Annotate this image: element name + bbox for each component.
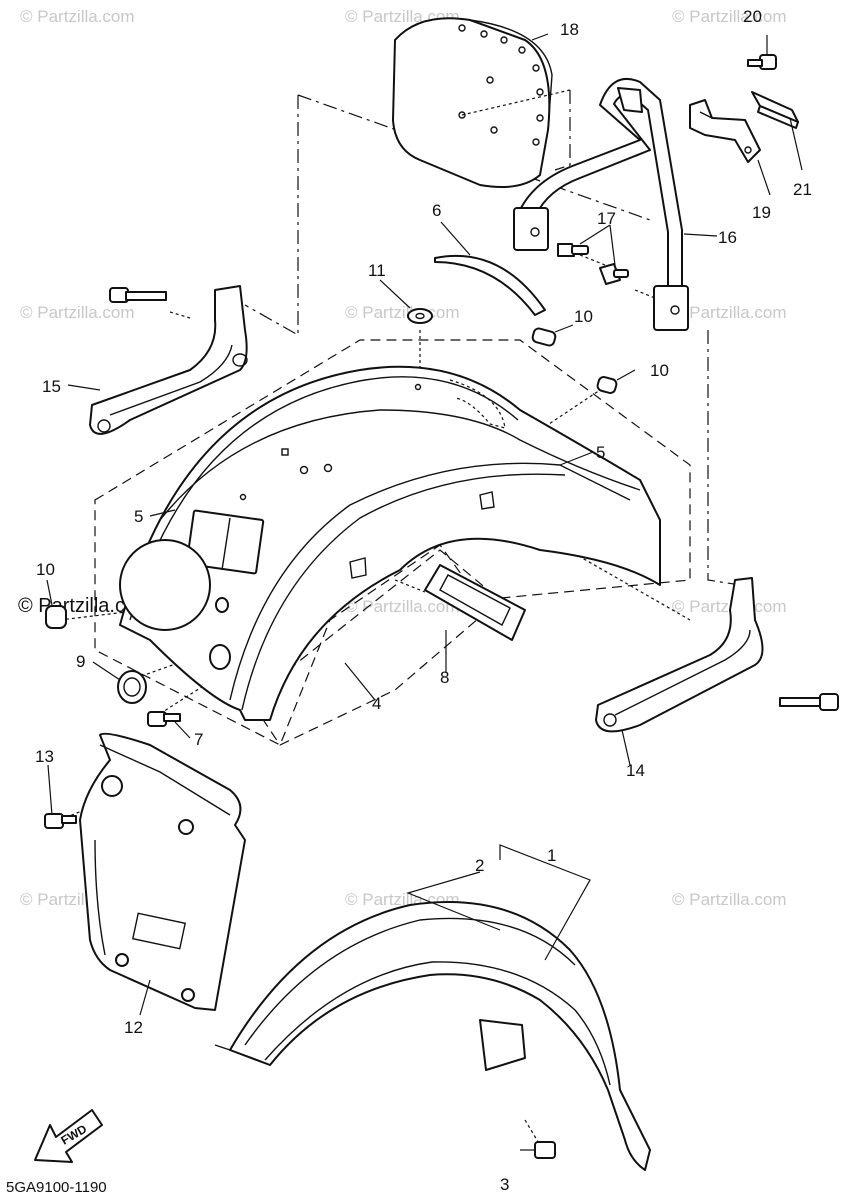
callout-5: 5 bbox=[596, 443, 605, 462]
watermark: © Partzilla.com bbox=[345, 303, 460, 322]
callout-9: 9 bbox=[76, 652, 85, 671]
watermark: © Partzilla.com bbox=[20, 303, 135, 322]
front-fender-part[interactable] bbox=[214, 901, 651, 1171]
grab-rail-right-part[interactable] bbox=[595, 577, 839, 733]
diagram-code: 5GA9100-1190 bbox=[6, 1179, 107, 1196]
rear-fender-part[interactable] bbox=[119, 365, 661, 721]
side-cover-part[interactable] bbox=[44, 732, 246, 1011]
backrest-pad-part[interactable] bbox=[392, 17, 571, 188]
callout-10: 10 bbox=[36, 560, 55, 579]
leader-lines bbox=[46, 33, 803, 1151]
grab-rail-left-part[interactable] bbox=[89, 285, 248, 435]
callout-10: 10 bbox=[574, 307, 593, 326]
callouts: 1 2 3 4 5 5 6 7 8 9 10 10 10 11 12 13 14… bbox=[35, 7, 812, 1194]
callout-5: 5 bbox=[134, 507, 143, 526]
reflector-part[interactable] bbox=[424, 564, 526, 641]
backrest-bar-part[interactable] bbox=[513, 77, 689, 331]
callout-2: 2 bbox=[475, 856, 484, 875]
callout-19: 19 bbox=[752, 203, 771, 222]
callout-7: 7 bbox=[194, 730, 203, 749]
watermark: © Partzilla.com bbox=[672, 890, 787, 909]
bracket-bolt-part[interactable] bbox=[747, 54, 777, 70]
washer-part[interactable] bbox=[407, 308, 433, 324]
watermark: © Partzilla.com bbox=[672, 597, 787, 616]
damper-pad-part[interactable] bbox=[751, 91, 799, 129]
emblem-strip-part[interactable] bbox=[434, 254, 546, 316]
callout-12: 12 bbox=[124, 1018, 143, 1037]
callout-21: 21 bbox=[793, 180, 812, 199]
forward-arrow-icon: FWD bbox=[34, 1109, 103, 1163]
plug-part[interactable] bbox=[117, 539, 231, 704]
callout-11: 11 bbox=[368, 261, 386, 280]
callout-20: 20 bbox=[743, 7, 762, 26]
bolt-part[interactable] bbox=[557, 243, 629, 285]
callout-1: 1 bbox=[547, 846, 556, 865]
watermark: © Partzilla.com bbox=[345, 597, 460, 616]
watermark: © Partzilla.com bbox=[672, 7, 787, 26]
callout-17: 17 bbox=[597, 209, 616, 228]
callout-8: 8 bbox=[440, 668, 449, 687]
callout-4: 4 bbox=[372, 694, 381, 713]
bracket-part[interactable] bbox=[689, 99, 761, 163]
callout-15: 15 bbox=[42, 377, 61, 396]
callout-10: 10 bbox=[650, 361, 669, 380]
callout-14: 14 bbox=[626, 761, 645, 780]
screw-part[interactable] bbox=[147, 711, 181, 727]
callout-13: 13 bbox=[35, 747, 54, 766]
assembly-outlines bbox=[59, 90, 741, 1146]
callout-3: 3 bbox=[500, 1175, 509, 1194]
callout-6: 6 bbox=[432, 201, 441, 220]
watermark: © Partzilla.com bbox=[672, 303, 787, 322]
watermark: © Partzilla.com bbox=[20, 7, 135, 26]
callout-16: 16 bbox=[718, 228, 737, 247]
grommet-part[interactable] bbox=[45, 327, 618, 629]
callout-18: 18 bbox=[560, 20, 579, 39]
